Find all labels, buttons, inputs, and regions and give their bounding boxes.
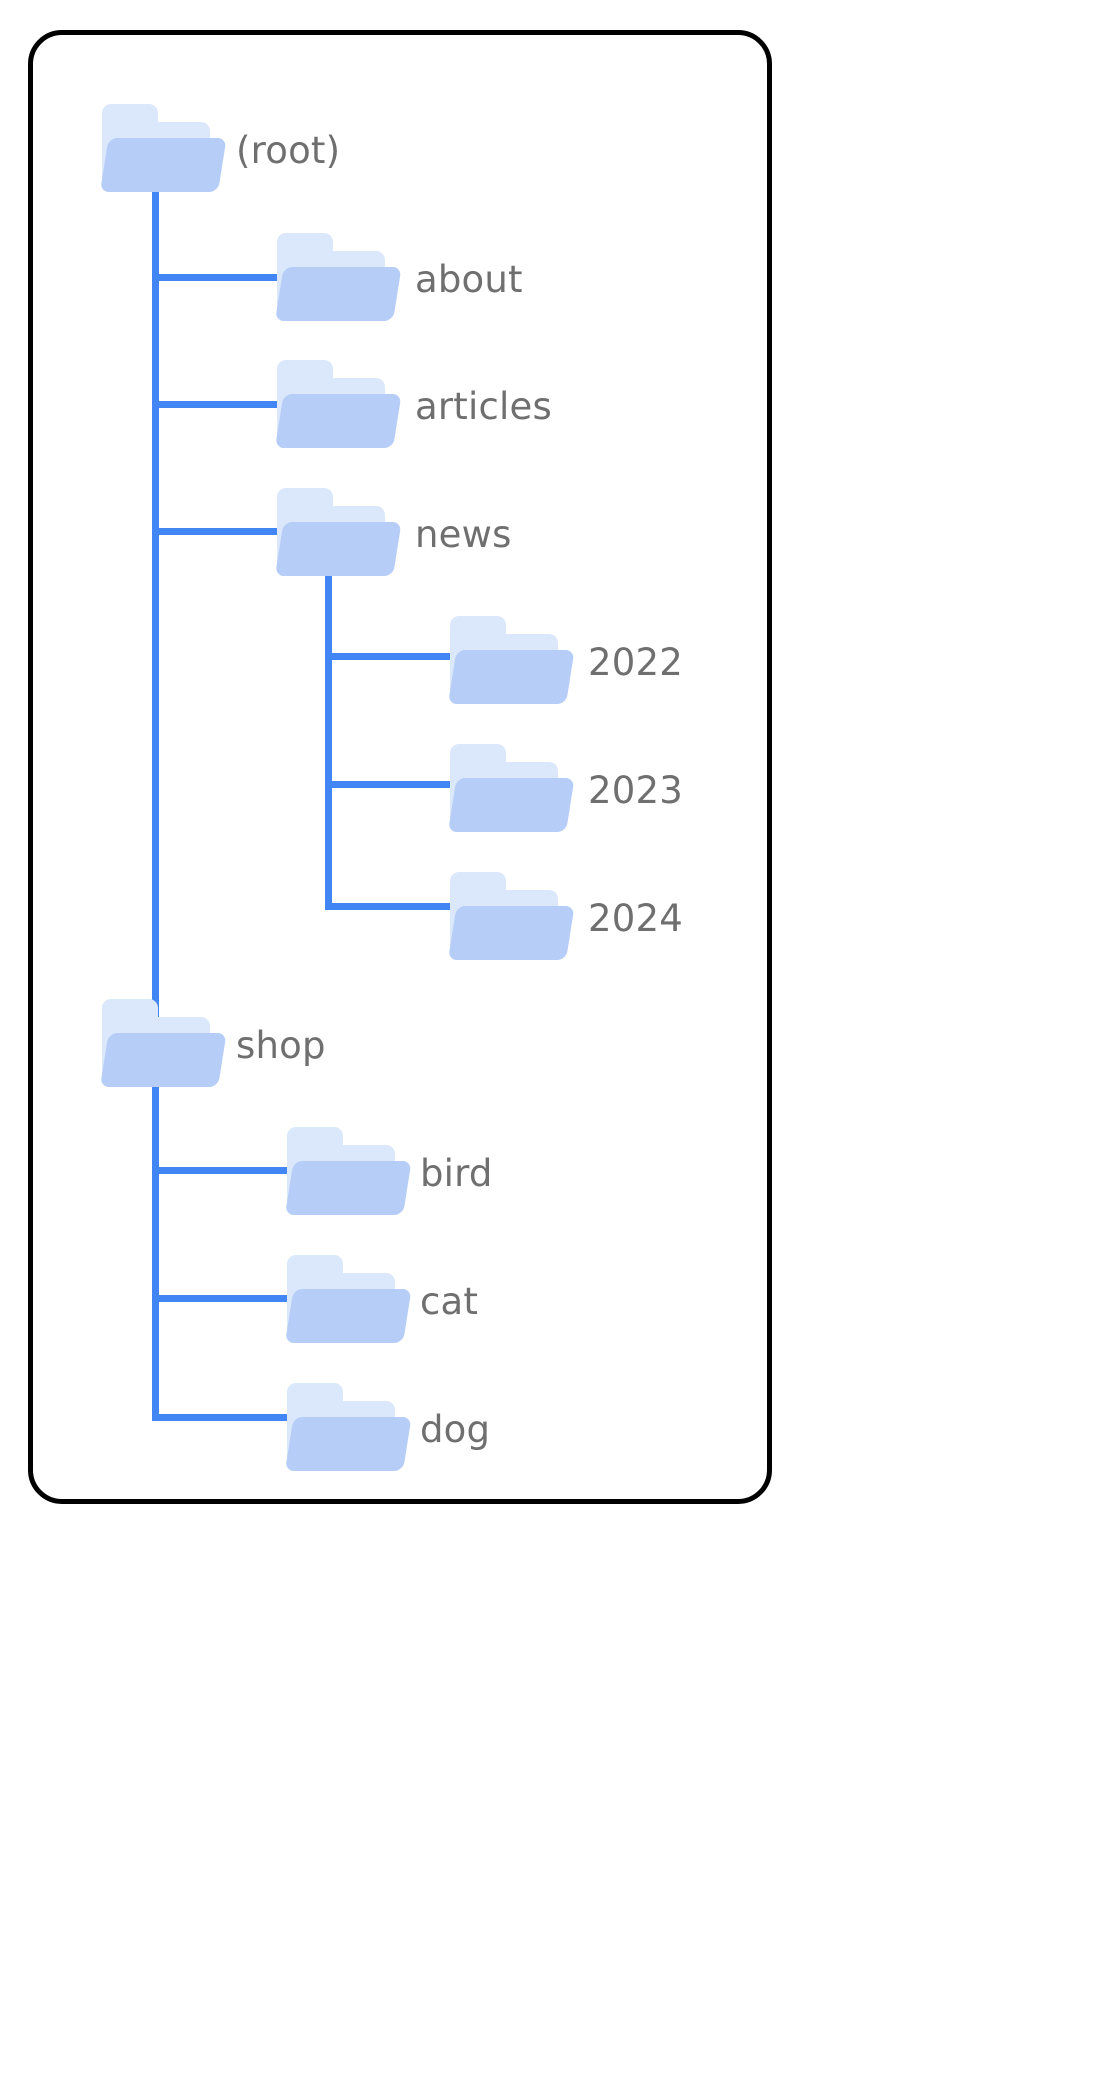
- connector-shop-to-bird: [152, 1167, 292, 1174]
- node-label-news-2024[interactable]: 2024: [588, 897, 683, 940]
- folder-front: [285, 1161, 412, 1215]
- node-label-cat[interactable]: cat: [420, 1280, 479, 1323]
- folder-front: [448, 906, 575, 960]
- folder-front: [448, 650, 575, 704]
- node-label-news[interactable]: news: [415, 513, 512, 556]
- connector-shop-to-cat: [152, 1295, 292, 1302]
- folder-icon-news[interactable]: [275, 484, 402, 576]
- node-label-root[interactable]: (root): [236, 129, 341, 172]
- folder-icon-root[interactable]: [100, 100, 227, 192]
- node-label-bird[interactable]: bird: [420, 1152, 493, 1195]
- folder-icon-shop[interactable]: [100, 995, 227, 1087]
- folder-front: [285, 1417, 412, 1471]
- node-label-news-2022[interactable]: 2022: [588, 641, 683, 684]
- folder-front: [275, 267, 402, 321]
- connector-shop-to-dog: [152, 1414, 292, 1421]
- connector-trunk-news: [325, 562, 332, 910]
- folder-icon-articles[interactable]: [275, 356, 402, 448]
- folder-front: [100, 138, 227, 192]
- folder-icon-news-2022[interactable]: [448, 612, 575, 704]
- node-label-news-2023[interactable]: 2023: [588, 769, 683, 812]
- node-label-about[interactable]: about: [415, 258, 523, 301]
- folder-icon-news-2024[interactable]: [448, 868, 575, 960]
- folder-icon-news-2023[interactable]: [448, 740, 575, 832]
- connector-news-to-2023: [325, 781, 455, 788]
- folder-front: [275, 522, 402, 576]
- connector-root-to-articles: [152, 401, 282, 408]
- folder-icon-cat[interactable]: [285, 1251, 412, 1343]
- folder-front: [100, 1033, 227, 1087]
- connector-news-to-2022: [325, 653, 455, 660]
- node-label-dog[interactable]: dog: [420, 1408, 491, 1451]
- folder-front: [275, 394, 402, 448]
- folder-icon-bird[interactable]: [285, 1123, 412, 1215]
- folder-front: [285, 1289, 412, 1343]
- node-label-shop[interactable]: shop: [236, 1024, 326, 1067]
- folder-icon-about[interactable]: [275, 229, 402, 321]
- folder-front: [448, 778, 575, 832]
- node-label-articles[interactable]: articles: [415, 385, 552, 428]
- folder-icon-dog[interactable]: [285, 1379, 412, 1471]
- connector-root-to-news: [152, 528, 282, 535]
- connector-news-to-2024: [325, 903, 455, 910]
- connector-root-to-about: [152, 274, 282, 281]
- connector-trunk-root: [152, 178, 159, 1421]
